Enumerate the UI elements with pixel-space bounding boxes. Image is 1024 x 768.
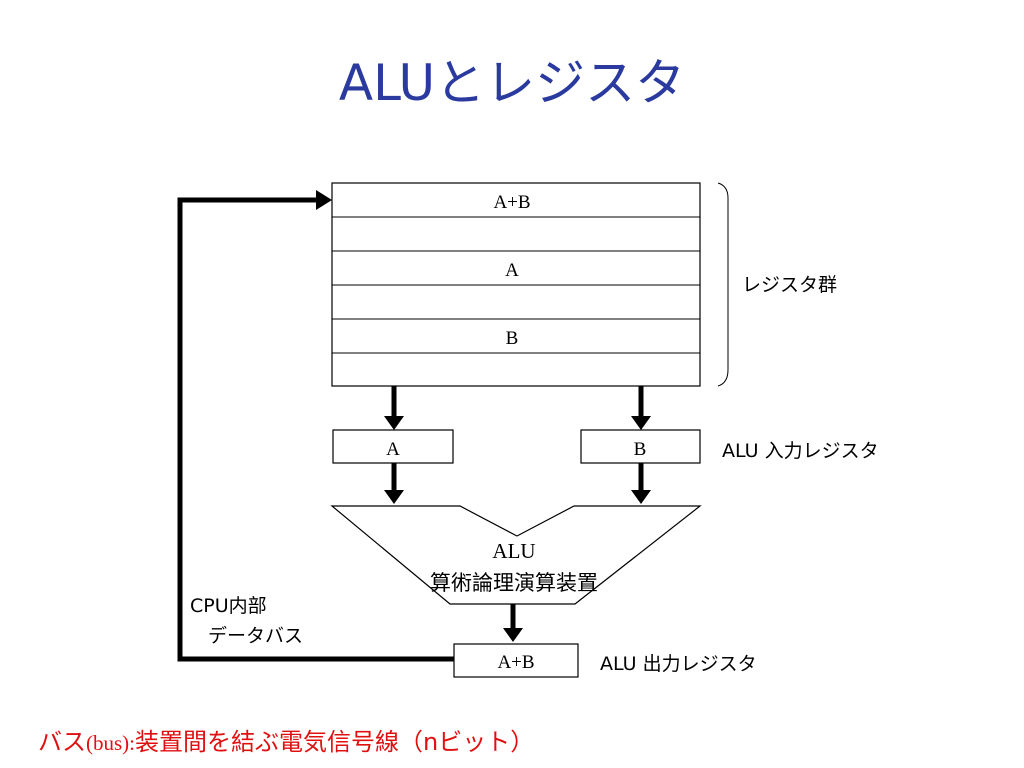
arrow-regfile-to-b bbox=[631, 386, 651, 430]
register-group-brace bbox=[717, 182, 729, 387]
register-group-label: レジスタ群 bbox=[742, 274, 837, 296]
register-row-3: A bbox=[505, 260, 519, 281]
footnote-text: 装置間を結ぶ電気信号線（nビット） bbox=[135, 728, 535, 756]
register-row-1: A+B bbox=[493, 192, 530, 213]
alu-name: ALU bbox=[492, 539, 535, 563]
bus-label-line1: CPU内部 bbox=[190, 595, 267, 617]
arrow-a-to-alu bbox=[384, 463, 404, 504]
footnote: バス(bus):装置間を結ぶ電気信号線（nビット） bbox=[38, 722, 534, 757]
output-register-label: ALU 出力レジスタ bbox=[600, 653, 757, 675]
arrow-alu-to-output bbox=[503, 604, 523, 642]
internal-data-bus bbox=[177, 190, 454, 662]
footnote-prefix: バス bbox=[38, 728, 86, 756]
bus-label-line2: データバス bbox=[208, 625, 303, 647]
arrow-regfile-to-a bbox=[384, 386, 404, 430]
register-file: A+B A B bbox=[331, 182, 701, 387]
input-register-b: B bbox=[580, 429, 701, 464]
input-register-a: A bbox=[332, 429, 454, 464]
alu-unit: ALU 算術論理演算装置 bbox=[330, 505, 702, 605]
input-register-b-label: B bbox=[634, 439, 647, 460]
footnote-english: (bus): bbox=[86, 731, 135, 755]
input-register-label: ALU 入力レジスタ bbox=[722, 440, 879, 462]
arrow-b-to-alu bbox=[631, 463, 651, 504]
page-title: ALUとレジスタ bbox=[338, 54, 686, 112]
output-register-value: A+B bbox=[497, 652, 534, 673]
register-row-5: B bbox=[506, 328, 519, 349]
input-register-a-label: A bbox=[386, 439, 400, 460]
alu-description: 算術論理演算装置 bbox=[430, 571, 598, 595]
output-register: A+B bbox=[453, 643, 579, 678]
